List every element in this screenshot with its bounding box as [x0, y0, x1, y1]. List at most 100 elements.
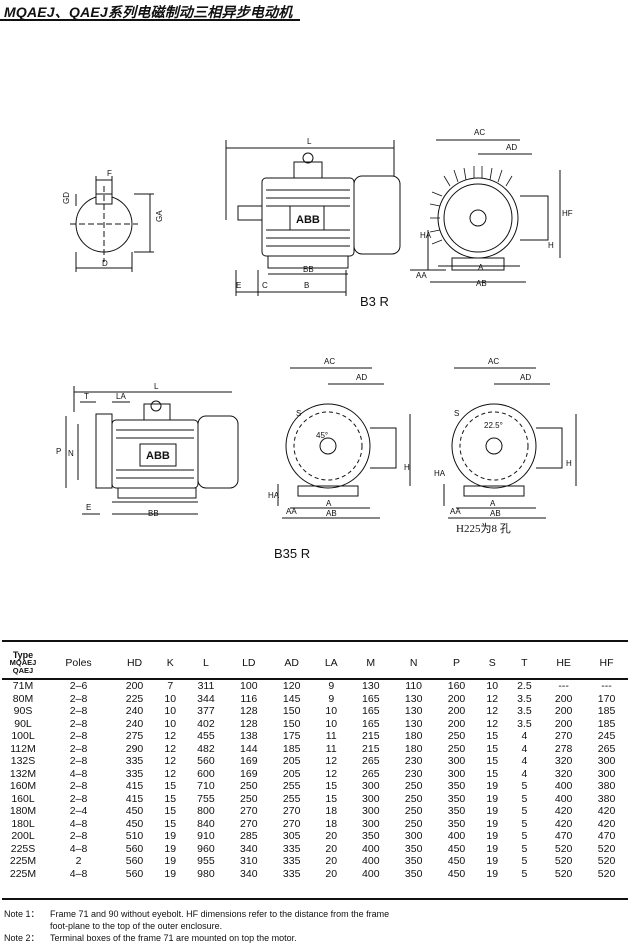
col-header-type: Type MQAEJ QAEJ: [9, 650, 37, 675]
value-cell: 2.5: [517, 680, 532, 692]
value-cell: 560: [125, 855, 144, 867]
value-cell: 482: [197, 742, 215, 755]
dim-label: L: [154, 382, 159, 391]
value-cell: 10: [164, 705, 177, 717]
value-cell: 15: [325, 792, 338, 805]
value-cell: 275: [125, 730, 144, 742]
value-cell: 250: [404, 817, 423, 830]
value-cell: 2–8: [69, 755, 88, 767]
value-cell: 270: [240, 805, 258, 817]
col-header: LA: [324, 657, 338, 669]
b35-flange-view-h225: [443, 367, 577, 519]
dim-label: S: [454, 409, 459, 418]
value-cell: 4: [521, 730, 528, 742]
value-cell: 19: [486, 867, 499, 880]
dim-label: F: [107, 169, 112, 178]
dim-label: L: [307, 137, 312, 146]
value-cell: 110: [405, 680, 423, 692]
value-cell: 9: [328, 692, 335, 705]
col-header: HD: [126, 657, 143, 669]
value-cell: 4: [521, 767, 528, 780]
value-cell: 165: [362, 705, 380, 717]
value-cell: 150: [282, 717, 301, 730]
note-text: Terminal boxes of the frame 71 are mount…: [50, 933, 297, 943]
value-cell: 11: [325, 742, 337, 755]
value-cell: 19: [486, 830, 499, 842]
type-cell: 100L: [11, 730, 35, 742]
value-cell: 180: [404, 742, 423, 755]
value-cell: 10: [164, 717, 177, 730]
type-cell: 132S: [10, 755, 36, 767]
dim-label: N: [68, 449, 74, 458]
value-cell: 300: [362, 780, 380, 792]
value-cell: 169: [240, 755, 258, 767]
dim-label: 22.5°: [484, 421, 503, 430]
value-cell: 335: [125, 755, 144, 767]
value-cell: 400: [447, 830, 466, 842]
value-cell: 18: [325, 817, 338, 830]
value-cell: 2–6: [69, 680, 88, 692]
dim-label: 45°: [316, 431, 328, 440]
value-cell: 130: [404, 705, 423, 717]
value-cell: 800: [197, 805, 215, 817]
value-cell: 19: [486, 817, 499, 830]
dim-label: AC: [488, 357, 499, 366]
value-cell: 15: [486, 767, 499, 780]
type-cell: 160L: [11, 792, 35, 805]
value-cell: 450: [447, 867, 466, 880]
value-cell: 285: [240, 830, 258, 842]
b3-side-labels: L E C B BB: [236, 137, 314, 290]
value-cell: 335: [282, 842, 301, 855]
value-cell: 240: [125, 705, 144, 717]
value-cell: 200: [447, 717, 466, 730]
value-cell: 300: [447, 755, 466, 767]
value-cell: 12: [325, 767, 338, 780]
value-cell: 255: [282, 780, 301, 792]
value-cell: 344: [197, 692, 215, 705]
dim-label: HA: [420, 231, 432, 240]
abb-logo: ABB: [146, 450, 170, 462]
dim-label: GA: [155, 210, 164, 222]
col-header: HF: [599, 657, 614, 669]
value-cell: 3.5: [517, 717, 532, 730]
dim-label: P: [56, 447, 61, 456]
col-header: HE: [556, 657, 571, 669]
note-item: Note 2： Terminal boxes of the frame 71 a…: [4, 932, 624, 944]
dim-label: HA: [268, 491, 280, 500]
value-cell: 100: [240, 680, 258, 692]
dim-label: BB: [303, 265, 314, 274]
value-cell: 10: [486, 680, 499, 692]
dim-label: AB: [326, 509, 337, 518]
value-cell: ---: [601, 680, 612, 692]
value-cell: 335: [125, 767, 144, 780]
abb-logo: ABB: [296, 214, 320, 226]
value-cell: 2–8: [69, 692, 88, 705]
value-cell: 4: [521, 742, 528, 755]
value-cell: 12: [164, 742, 177, 755]
value-cell: 265: [597, 742, 616, 755]
value-cell: 5: [521, 867, 528, 880]
value-cell: 377: [197, 705, 215, 717]
b3-side-view: [225, 140, 401, 296]
value-cell: 19: [486, 780, 499, 792]
b35-flange2-labels: AC AD S 22.5° HA H A AA AB: [434, 357, 572, 518]
value-cell: 9: [328, 680, 335, 692]
value-cell: 15: [325, 780, 338, 792]
value-cell: 755: [197, 792, 215, 805]
value-cell: 250: [240, 780, 258, 792]
value-cell: 3.5: [517, 692, 532, 705]
value-cell: 175: [282, 730, 301, 742]
dim-label: AD: [506, 143, 517, 152]
dim-label: AC: [474, 128, 485, 137]
note-key: Note 2：: [4, 933, 40, 943]
value-cell: 265: [362, 767, 380, 780]
dim-label: AD: [520, 373, 531, 382]
value-cell: 205: [282, 767, 301, 780]
type-cell: 225M: [9, 855, 37, 867]
